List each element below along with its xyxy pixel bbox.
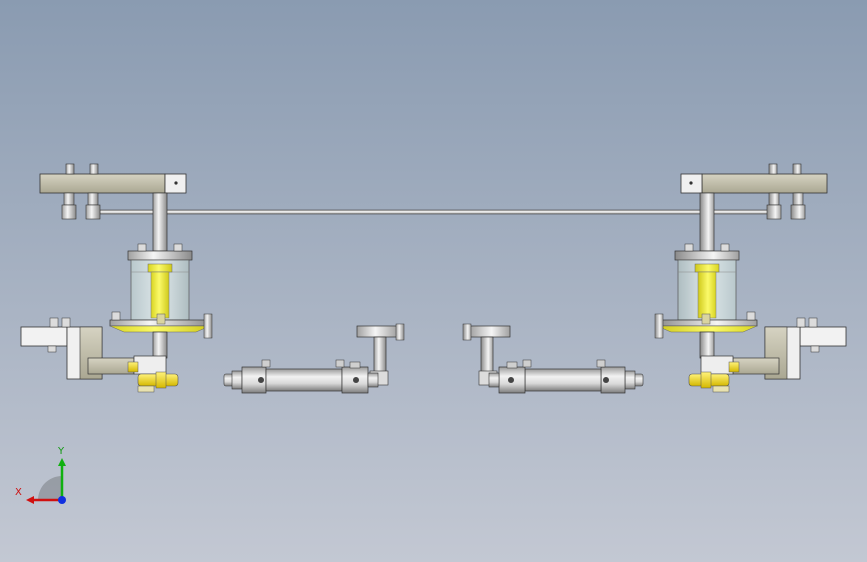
right-lift-assembly[interactable] [654, 163, 847, 393]
y-axis-label: Y [57, 446, 65, 457]
orientation-triad: X Y [15, 446, 66, 504]
right-pneumatic-cylinder[interactable] [462, 323, 644, 394]
left-pneumatic-cylinder[interactable] [223, 323, 405, 394]
z-axis-dot [58, 496, 66, 504]
left-lift-assembly[interactable] [20, 163, 213, 393]
x-axis-label: X [15, 487, 22, 498]
connecting-rod [99, 209, 769, 215]
